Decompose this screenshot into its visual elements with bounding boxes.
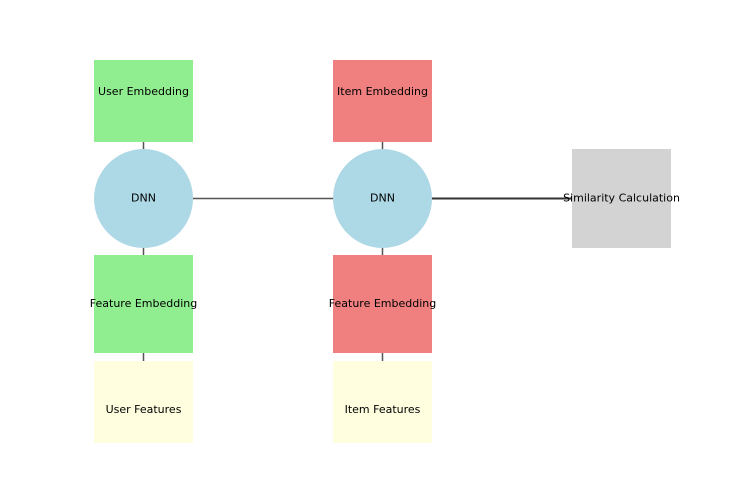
item-dnn-node xyxy=(333,149,432,248)
user-embedding-box xyxy=(94,60,193,142)
similarity-label: Similarity Calculation xyxy=(563,192,680,205)
item-features-box xyxy=(333,361,432,443)
similarity-block: Similarity Calculation xyxy=(563,149,680,248)
item-features-label: Item Features xyxy=(345,403,421,416)
user-tower: User Embedding DNN Feature Embedding Use… xyxy=(90,60,197,443)
user-feature-embedding-box xyxy=(94,255,193,353)
item-embedding-label: Item Embedding xyxy=(337,85,428,98)
user-dnn-node xyxy=(94,149,193,248)
edges xyxy=(142,142,572,361)
similarity-box xyxy=(572,149,671,248)
item-feature-embedding-box xyxy=(333,255,432,353)
item-tower: Item Embedding DNN Feature Embedding Ite… xyxy=(329,60,436,443)
user-feature-embedding-label: Feature Embedding xyxy=(90,297,197,310)
user-dnn-label: DNN xyxy=(131,192,156,205)
user-features-label: User Features xyxy=(106,403,182,416)
item-feature-embedding-label: Feature Embedding xyxy=(329,297,436,310)
item-embedding-box xyxy=(333,60,432,142)
user-features-box xyxy=(94,361,193,443)
user-embedding-label: User Embedding xyxy=(98,85,189,98)
item-dnn-label: DNN xyxy=(370,192,395,205)
